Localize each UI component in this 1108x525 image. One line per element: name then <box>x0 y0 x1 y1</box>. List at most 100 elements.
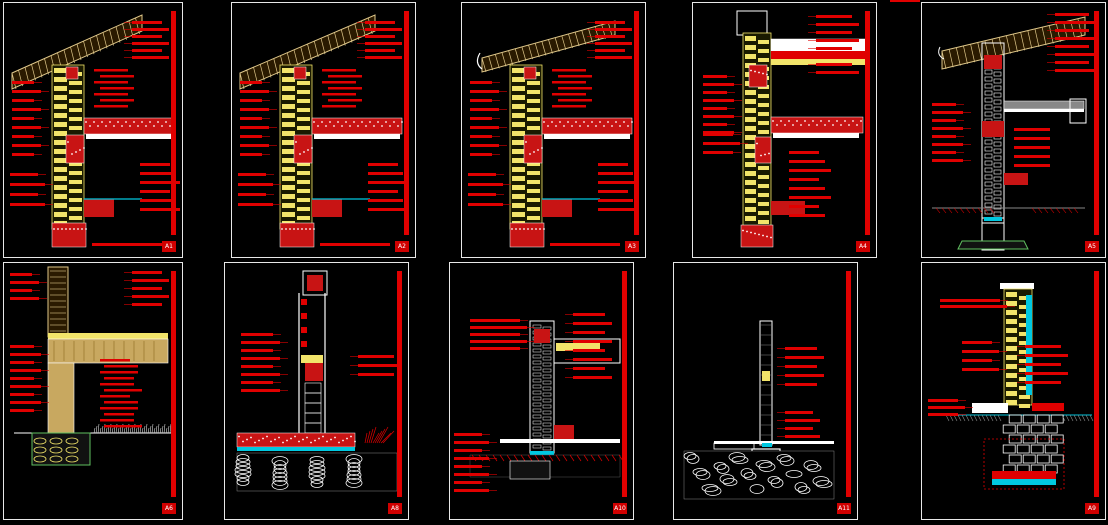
hatch-dot <box>318 437 320 440</box>
footing-brick <box>1016 444 1030 454</box>
annotation-label <box>598 190 628 193</box>
hatch-dot <box>788 41 790 43</box>
brick-unit <box>745 207 756 212</box>
block-cell <box>984 111 993 117</box>
hatch-dot <box>75 151 77 153</box>
detail-sheet-a3[interactable]: A3 <box>461 2 646 258</box>
block-cell <box>993 155 1002 161</box>
hatch-dot <box>81 228 83 230</box>
brick-unit <box>1019 341 1030 345</box>
detail-sheet-a4[interactable]: A4 <box>692 2 877 258</box>
hatch-dot <box>313 228 315 230</box>
hatch-dot <box>306 436 308 439</box>
hatch-dot <box>73 228 75 230</box>
earth-hatch <box>947 207 953 214</box>
vegetation <box>376 428 386 444</box>
detail-sheet-a8[interactable]: A8 <box>224 262 409 520</box>
hatch-dot <box>129 125 131 127</box>
detail-sheet-a6[interactable]: A6 <box>3 262 183 520</box>
hatch-dot <box>533 151 535 153</box>
detail-sheet-a5[interactable]: A5 <box>921 2 1106 258</box>
hatch-dot <box>768 152 770 155</box>
brick-unit <box>512 68 525 73</box>
brick-unit <box>745 135 756 140</box>
hatch-dot <box>599 121 601 123</box>
earth-hatch <box>983 207 989 214</box>
floor-insulation <box>554 425 574 439</box>
brick-unit <box>282 104 295 109</box>
footing-brick <box>1030 424 1044 434</box>
floor-insulation <box>771 201 805 215</box>
hatch-dot <box>369 121 371 123</box>
brick-unit <box>745 162 756 167</box>
block-cell <box>984 209 993 215</box>
roof-tile-line <box>963 45 968 64</box>
floor-joist <box>47 338 169 364</box>
brick-unit <box>69 207 82 211</box>
detail-sheet-a10[interactable]: A10 <box>449 262 634 520</box>
block-cell <box>993 204 1002 210</box>
annotation-label <box>1055 37 1096 40</box>
hatch-dot <box>389 125 391 127</box>
brick-unit <box>1006 319 1017 324</box>
stone <box>686 454 700 464</box>
hatch-dot <box>529 153 531 155</box>
hatch-dot <box>812 41 814 43</box>
brick-unit <box>282 140 295 145</box>
foundation-footing <box>740 224 774 248</box>
stone <box>272 468 288 478</box>
hatch-dot <box>563 125 565 127</box>
detail-sheet-a11[interactable]: A11 <box>673 262 858 520</box>
brick-unit <box>297 117 310 121</box>
annotation-label <box>10 183 45 186</box>
block-cell <box>532 366 542 371</box>
brick-unit <box>1006 337 1017 342</box>
earth-hatch <box>1077 414 1082 422</box>
detail-drawing <box>454 313 624 492</box>
block-cell <box>542 404 552 409</box>
hatch-dot <box>754 70 756 73</box>
brick-unit <box>1019 386 1030 390</box>
brick-unit <box>1019 395 1030 399</box>
detail-sheet-a9[interactable]: A9 <box>921 262 1106 520</box>
annotation-label <box>132 295 169 298</box>
annotation-label <box>573 367 605 370</box>
brick-unit <box>745 45 756 50</box>
hatch-dot <box>109 121 111 123</box>
annotation-label <box>10 353 41 356</box>
hatch-dot <box>575 121 577 123</box>
annotation-label <box>1055 29 1089 32</box>
footing-brick <box>1050 434 1064 444</box>
header-red-line <box>890 0 920 2</box>
annotation-label <box>789 151 819 154</box>
grass <box>165 427 168 434</box>
earth-hatch <box>541 454 547 462</box>
earth-hatch <box>953 207 959 214</box>
stone <box>235 458 251 466</box>
annotation-label <box>241 349 273 352</box>
annotation-label <box>94 69 128 72</box>
earth-hatch <box>957 414 962 422</box>
roof-tile-line <box>488 56 493 71</box>
brick-unit <box>69 189 82 193</box>
stone <box>345 478 363 488</box>
detail-sheet-a2[interactable]: A2 <box>231 2 416 258</box>
block-cell <box>984 90 993 96</box>
hatch-dot <box>820 120 822 122</box>
stone <box>234 466 252 474</box>
hatch-dot <box>527 228 529 230</box>
hatch-dot <box>161 125 163 127</box>
stone <box>33 455 47 463</box>
brick-unit <box>297 81 310 85</box>
brick-unit <box>54 176 67 181</box>
roof-tile-line <box>76 43 82 61</box>
detail-sheet-a1[interactable]: A1 <box>3 2 183 258</box>
ceiling-board <box>314 134 400 139</box>
hatch-dot <box>101 121 103 123</box>
hatch-dot <box>784 41 786 43</box>
hatch-dot <box>583 121 585 123</box>
brick-unit <box>758 40 769 44</box>
brick-unit <box>745 99 756 104</box>
hatch-dot <box>611 125 613 127</box>
hatch-dot <box>848 124 850 126</box>
